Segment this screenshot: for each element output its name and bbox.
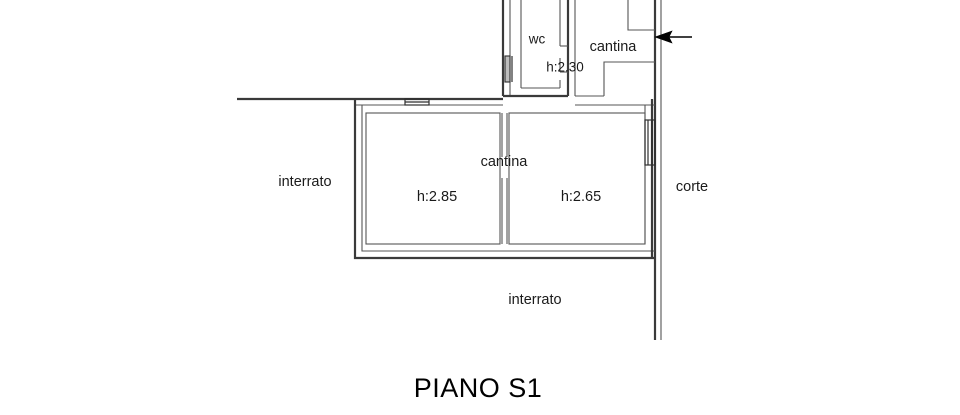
- cantina-block: [353, 99, 656, 260]
- label-cantina-top: cantina: [590, 39, 638, 55]
- door-wc-left: [504, 55, 513, 83]
- plan-text-labels: wc h:2.30 cantina cantina h:2.85 h:2.65 …: [278, 32, 708, 308]
- label-cantina-right-height: h:2.65: [561, 189, 601, 205]
- label-wc-height: h:2.30: [546, 60, 584, 75]
- wall-upper-right-step-2: [603, 61, 655, 96]
- top-section-walls: [501, 0, 662, 340]
- room-cantina-right-outline: [508, 112, 646, 245]
- label-interrato-bottom: interrato: [508, 292, 561, 308]
- entrance-arrow: [654, 30, 692, 44]
- entrance-arrow-head: [654, 30, 673, 44]
- page-title: PIANO S1: [414, 373, 543, 403]
- window-top-wall: [404, 98, 430, 106]
- wall-upper-right-step-1: [627, 0, 655, 31]
- door-wc-left-leaf: [504, 55, 511, 83]
- main-top-wall: [237, 97, 503, 106]
- label-corte: corte: [676, 179, 708, 195]
- label-cantina-left-height: h:2.85: [417, 189, 457, 205]
- label-cantina-main: cantina: [481, 154, 529, 170]
- room-cantina-left-outline: [365, 112, 501, 245]
- label-wc: wc: [528, 32, 546, 47]
- wall-block-outer-left-bottom: [353, 99, 655, 260]
- door-right-wall: [644, 119, 656, 166]
- label-interrato-left: interrato: [278, 174, 331, 190]
- wall-block-inner-left-bottom: [361, 105, 655, 252]
- door-right-frame: [644, 119, 656, 166]
